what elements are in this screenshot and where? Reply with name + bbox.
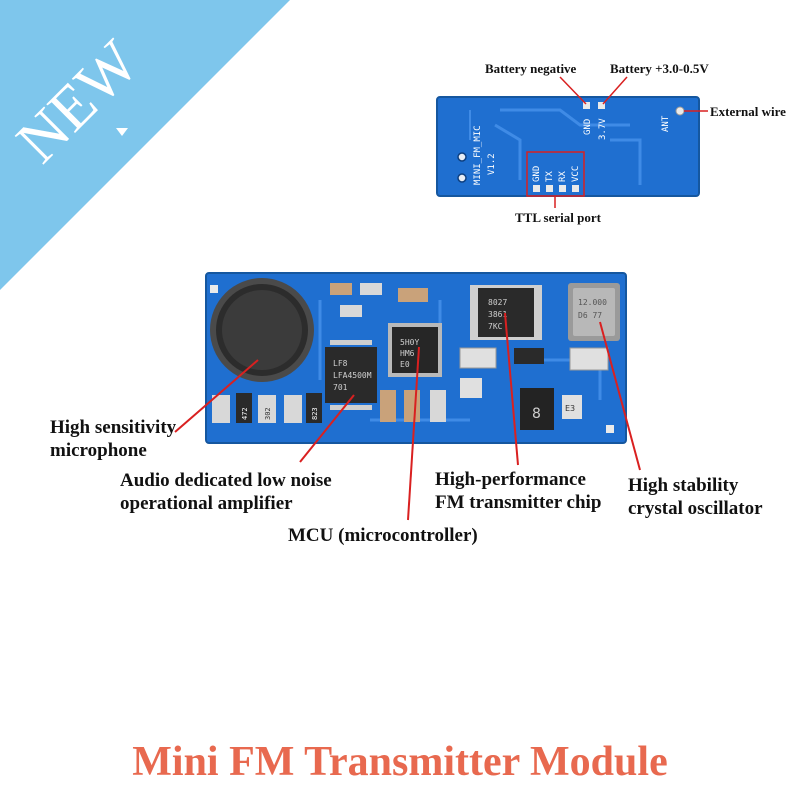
svg-text:HM6: HM6 xyxy=(400,349,415,358)
leader-lines xyxy=(174,312,641,521)
svg-text:472: 472 xyxy=(241,407,249,420)
silk-gnd: GND xyxy=(583,119,593,135)
svg-text:8027: 8027 xyxy=(488,298,507,307)
svg-text:302: 302 xyxy=(264,407,272,420)
svg-text:D6 77: D6 77 xyxy=(578,311,602,320)
svg-text:E0: E0 xyxy=(400,360,410,369)
silk-3v7: 3.7V xyxy=(598,118,608,140)
svg-text:E3: E3 xyxy=(565,404,575,413)
svg-text:7KC: 7KC xyxy=(488,322,503,331)
microphone-component xyxy=(210,278,314,382)
opamp-chip: LF8 LFA4500M 701 xyxy=(325,340,377,410)
label-ttl-serial-port: TTL serial port xyxy=(515,210,601,225)
label-mcu: MCU (microcontroller) xyxy=(288,525,478,546)
svg-text:TX: TX xyxy=(545,171,555,182)
silk-ant: ANT xyxy=(661,115,671,132)
ttl-pin-labels: GND TX RX VCC xyxy=(532,166,581,182)
svg-text:701: 701 xyxy=(333,383,348,392)
top-board: MINI_FM_MIC V1.2 GND TX RX VCC GND 3.7V … xyxy=(436,76,708,208)
label-external-wire: External wire xyxy=(710,104,786,119)
bottom-board: LF8 LFA4500M 701 5H0Y HM6 E0 8027 3861 7… xyxy=(205,272,627,444)
svg-text:LF8: LF8 xyxy=(333,359,348,368)
label-fm-chip: High-performance FM transmitter chip xyxy=(435,469,602,513)
fm-transmitter-chip: 8027 3861 7KC xyxy=(470,285,542,340)
label-amplifier: Audio dedicated low noise operational am… xyxy=(120,470,332,514)
svg-text:823: 823 xyxy=(311,407,319,420)
svg-text:GND: GND xyxy=(532,166,542,182)
svg-text:8: 8 xyxy=(532,406,541,422)
label-microphone: High sensitivity microphone xyxy=(50,417,177,461)
svg-text:RX: RX xyxy=(558,171,568,182)
silk-board-version: V1.2 xyxy=(487,153,497,175)
mcu-chip: 5H0Y HM6 E0 xyxy=(388,323,442,377)
resistor-row: 472 302 823 xyxy=(212,393,322,423)
label-battery-positive: Battery +3.0-0.5V xyxy=(610,61,709,76)
label-battery-negative: Battery negative xyxy=(485,61,577,76)
svg-text:VCC: VCC xyxy=(571,166,581,182)
crystal-oscillator: 12.000 D6 77 xyxy=(568,283,620,341)
silk-board-name: MINI_FM_MIC xyxy=(473,125,483,185)
page-title: Mini FM Transmitter Module xyxy=(132,739,668,785)
svg-text:5H0Y: 5H0Y xyxy=(400,338,419,347)
svg-text:12.000: 12.000 xyxy=(578,298,607,307)
svg-text:3861: 3861 xyxy=(488,310,507,319)
small-transistor: 8 xyxy=(520,388,554,430)
label-crystal: High stability crystal oscillator xyxy=(628,475,763,519)
svg-text:LFA4500M: LFA4500M xyxy=(333,371,372,380)
